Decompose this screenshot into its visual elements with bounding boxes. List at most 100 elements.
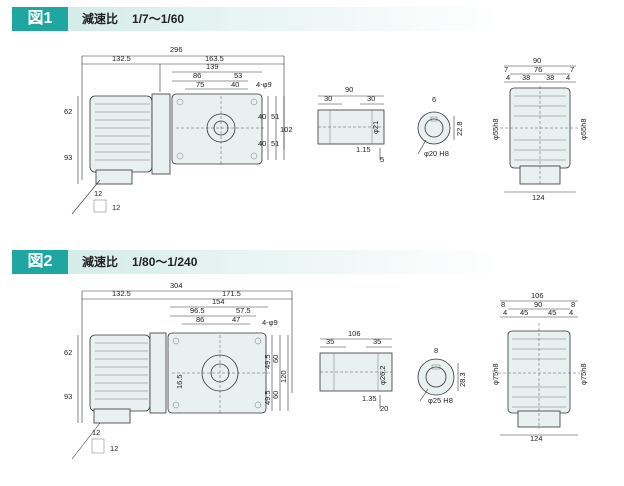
dim-foot-a: 12 (92, 428, 100, 437)
figure-2-badge: 図2 (12, 250, 68, 274)
terminal-box (93, 408, 131, 424)
dim-h-bottom: 93 (64, 392, 72, 401)
dim-h-top: 62 (64, 107, 72, 116)
figure-1-subtitle: 減速比 1/7〜1/60 (82, 7, 184, 31)
reduction-ratio-value: 1/7〜1/60 (132, 12, 185, 26)
dim-end-c3: 38 (546, 73, 554, 82)
figure-2-drawing: 304 132.5 171.5 154 96.5 57.5 86 47 4-φ9 (64, 281, 588, 460)
bore-inner (425, 366, 447, 388)
dim-end-c2: 38 (522, 73, 530, 82)
dim-h-bottom: 93 (64, 153, 72, 162)
header-band (12, 250, 502, 274)
dim-end-e1: 8 (501, 300, 505, 309)
main-view: 296 132.5 163.5 139 86 53 75 40 4-φ9 (64, 45, 293, 215)
dim-inner-a: 86 (196, 315, 204, 324)
dim-shaft-end: 5 (380, 155, 384, 164)
dim-end-c1: 4 (503, 308, 507, 317)
dim-foot-b: 12 (110, 444, 118, 453)
bolt-hole-tr (254, 337, 262, 345)
dim-end-dia-r: φ75h8 (579, 363, 588, 385)
bore-view: 6 22.8 φ20 H8 (417, 95, 464, 158)
dim-side-a: 40 (258, 112, 266, 121)
dim-side-total: 102 (280, 125, 293, 134)
dim-shaft-r: 35 (373, 337, 381, 346)
dim-key-w: 8 (434, 346, 438, 355)
dim-key-h: 28.3 (458, 372, 467, 387)
dim-side-inner: 16.5 (175, 374, 184, 389)
dim-shaft-dia: φ21 (371, 121, 380, 134)
foot-detail (93, 199, 107, 213)
main-view: 304 132.5 171.5 154 96.5 57.5 86 47 4-φ9 (64, 281, 293, 460)
dim-gear: 163.5 (205, 54, 224, 63)
dim-shaft-l: 30 (324, 94, 332, 103)
motor-body (89, 334, 151, 412)
keyway (431, 364, 441, 370)
dim-key-h: 22.8 (455, 121, 464, 136)
dim-inner-b: 47 (232, 315, 240, 324)
reduction-ratio-label: 減速比 (82, 12, 119, 26)
dim-shaft-dia: φ26.2 (378, 366, 387, 385)
dim-shaft-gap: 1.15 (356, 145, 371, 154)
dim-shaft-end: 20 (380, 404, 388, 413)
dim-bolt-a: 96.5 (190, 306, 205, 315)
figure-1-badge: 図1 (12, 7, 68, 31)
dim-foot-a: 12 (94, 189, 102, 198)
dim-motor: 132.5 (112, 289, 131, 298)
terminal-box (95, 169, 133, 185)
dim-bore: φ20 H8 (424, 149, 449, 158)
dim-overall: 304 (170, 281, 183, 290)
dim-bolt-a: 86 (193, 71, 201, 80)
dim-holes: 4-φ9 (256, 80, 272, 89)
reduction-ratio-label: 減速比 (82, 255, 119, 269)
header-band (12, 7, 502, 31)
figure-2-subtitle: 減速比 1/80〜1/240 (82, 250, 197, 274)
dim-side-total: 120 (279, 370, 288, 383)
end-view: 106 90 8 8 4 45 45 4 φ75h8 φ75h8 124 (491, 291, 588, 443)
motor-flange (151, 93, 171, 175)
dim-shaft-r: 30 (367, 94, 375, 103)
end-view: 90 76 7 7 4 38 38 4 φ55h8 φ55h8 124 (491, 56, 588, 202)
dim-side-c: 40 (258, 139, 266, 148)
dim-side-a: 49.5 (263, 354, 272, 369)
figure-2: 図2 減速比 1/80〜1/240 304 132.5 171.5 154 96.… (0, 243, 624, 486)
bore-inner (424, 118, 444, 138)
bolt-hole-br (254, 401, 262, 409)
dim-side-d: 60 (271, 391, 280, 399)
foot-detail (91, 438, 105, 454)
keyway (430, 116, 438, 122)
dim-end-c1: 4 (506, 73, 510, 82)
dim-end-dia-r: φ55h8 (579, 118, 588, 140)
dim-motor: 132.5 (112, 54, 131, 63)
dim-end-inner: 90 (534, 300, 542, 309)
bore-view: 8 28.3 φ25 H8 (417, 346, 467, 405)
figure-1-header: 図1 減速比 1/7〜1/60 (12, 7, 502, 31)
dim-end-c2: 45 (520, 308, 528, 317)
dim-end-e1: 7 (504, 65, 508, 74)
dim-bolt-b: 57.5 (236, 306, 251, 315)
bolt-hole-bl (172, 401, 180, 409)
motor-body (89, 95, 153, 173)
dim-end-e2: 7 (570, 65, 574, 74)
dim-flange: 154 (212, 297, 225, 306)
shaft-view: 90 30 30 φ21 1.15 5 (317, 85, 385, 164)
bolt-hole-bl (176, 152, 184, 160)
dim-holes: 4-φ9 (262, 318, 278, 327)
dim-inner-b: 40 (231, 80, 239, 89)
reduction-ratio-value: 1/80〜1/240 (132, 255, 198, 269)
dim-side-c: 49.5 (263, 390, 272, 405)
dim-end-w: 106 (531, 291, 544, 300)
dim-end-c4: 4 (566, 73, 570, 82)
dim-foot-b: 12 (112, 203, 120, 212)
dim-side-b: 60 (271, 355, 280, 363)
figure-1: 図1 減速比 1/7〜1/60 296 132.5 163.5 139 86 53… (12, 7, 588, 215)
dim-end-base: 124 (530, 434, 543, 443)
dim-end-c3: 45 (548, 308, 556, 317)
dim-end-c4: 4 (569, 308, 573, 317)
motor-flange (149, 332, 167, 414)
dim-end-base: 124 (532, 193, 545, 202)
dim-shaft-len: 106 (348, 329, 361, 338)
bolt-hole-br (250, 152, 258, 160)
figure-1-drawing: 296 132.5 163.5 139 86 53 75 40 4-φ9 (64, 45, 588, 215)
dim-end-dia-l: φ55h8 (491, 118, 500, 140)
dim-side-d: 51 (271, 139, 279, 148)
